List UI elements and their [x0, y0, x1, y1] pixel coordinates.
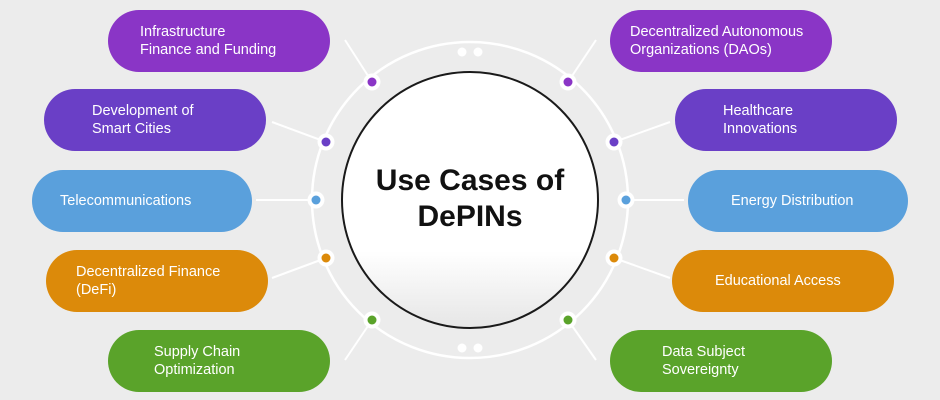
- use-case-infrastructure-finance-and-funding: Infrastructure Finance and Funding: [108, 10, 330, 72]
- center-title: Use Cases of DePINs: [375, 164, 565, 233]
- node-dot-energy-distribution: [621, 195, 631, 205]
- use-case-label: Educational Access: [715, 273, 841, 289]
- use-case-label: Healthcare Innovations: [723, 103, 798, 137]
- node-dot-data-subject-sovereignty: [563, 315, 573, 325]
- ring-dot-bottom-right: [473, 343, 483, 353]
- use-case-supply-chain-optimization: Supply Chain Optimization: [108, 330, 330, 392]
- connector-educational-access: [613, 257, 671, 279]
- use-case-label: Data Subject Sovereignty: [662, 344, 746, 378]
- use-case-label: Infrastructure Finance and Funding: [140, 24, 277, 58]
- connector-development-of-smart-cities: [271, 121, 327, 143]
- use-case-educational-access: Educational Access: [672, 250, 894, 312]
- node-dot-decentralized-autonomous-organizations-daos: [563, 77, 573, 87]
- ring-dot-top-right: [473, 47, 483, 57]
- use-case-energy-distribution: Energy Distribution: [688, 170, 908, 232]
- connector-decentralized-finance-defi: [271, 257, 327, 279]
- node-dot-educational-access: [609, 253, 619, 263]
- node-dot-decentralized-finance-defi: [321, 253, 331, 263]
- use-case-decentralized-autonomous-organizations-daos: Decentralized Autonomous Organizations (…: [610, 10, 832, 72]
- use-case-label: Development of Smart Cities: [92, 103, 194, 137]
- node-dot-development-of-smart-cities: [321, 137, 331, 147]
- node-dot-telecommunications: [311, 195, 321, 205]
- use-case-label: Decentralized Autonomous Organizations (…: [630, 24, 804, 58]
- node-dot-healthcare-innovations: [609, 137, 619, 147]
- use-case-label: Supply Chain Optimization: [154, 344, 241, 378]
- use-case-label: Decentralized Finance (DeFi): [76, 264, 221, 298]
- use-case-healthcare-innovations: Healthcare Innovations: [675, 89, 897, 151]
- node-dot-supply-chain-optimization: [367, 315, 377, 325]
- ring-dot-top-left: [457, 47, 467, 57]
- ring-dot-bottom-left: [457, 343, 467, 353]
- use-case-telecommunications: Telecommunications: [32, 170, 252, 232]
- use-case-development-of-smart-cities: Development of Smart Cities: [44, 89, 266, 151]
- use-case-label: Energy Distribution: [731, 193, 854, 209]
- center-circle: [341, 71, 599, 329]
- use-case-decentralized-finance-defi: Decentralized Finance (DeFi): [46, 250, 268, 312]
- use-case-label: Telecommunications: [60, 193, 192, 209]
- node-dot-infrastructure-finance-and-funding: [367, 77, 377, 87]
- connector-healthcare-innovations: [613, 121, 671, 143]
- use-case-data-subject-sovereignty: Data Subject Sovereignty: [610, 330, 832, 392]
